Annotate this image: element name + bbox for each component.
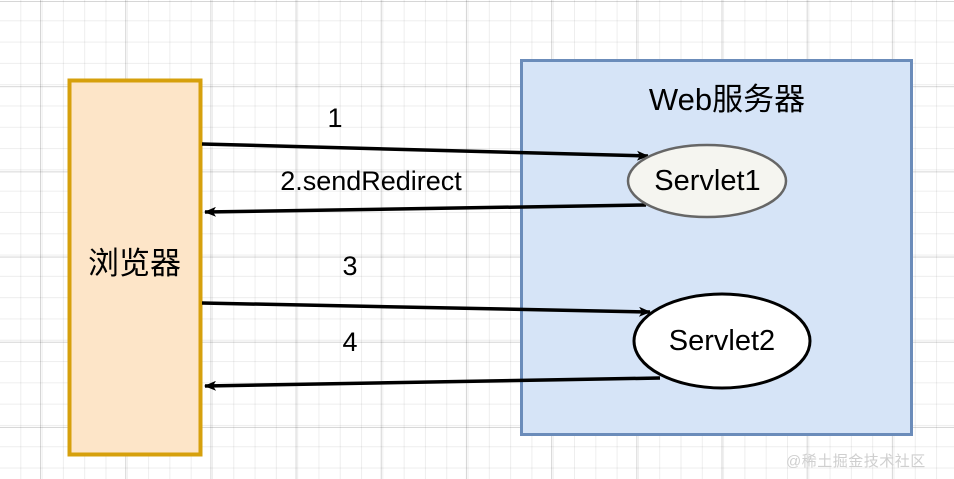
arrow-1-request — [201, 142, 649, 161]
browser-box — [67, 78, 203, 457]
arrow-2-send-redirect — [204, 203, 647, 217]
arrow-3-request — [201, 301, 651, 317]
servlet2-node[interactable] — [632, 292, 812, 390]
web-server-box-label: Web服务器 — [648, 82, 806, 117]
edge-label-2-send-redirect: 2.sendRedirect — [280, 166, 462, 196]
servlet2-label: Servlet2 — [668, 325, 776, 357]
edge-label-4: 4 — [342, 327, 358, 357]
servlet1-label: Servlet1 — [654, 165, 761, 197]
edge-label-3: 3 — [342, 251, 358, 281]
browser-box-label: 浏览器 — [88, 246, 181, 281]
watermark: @稀土掘金技术社区 — [786, 453, 926, 470]
servlet1-node[interactable] — [626, 143, 788, 219]
arrow-4-response — [204, 376, 661, 391]
edge-label-1: 1 — [327, 103, 343, 133]
